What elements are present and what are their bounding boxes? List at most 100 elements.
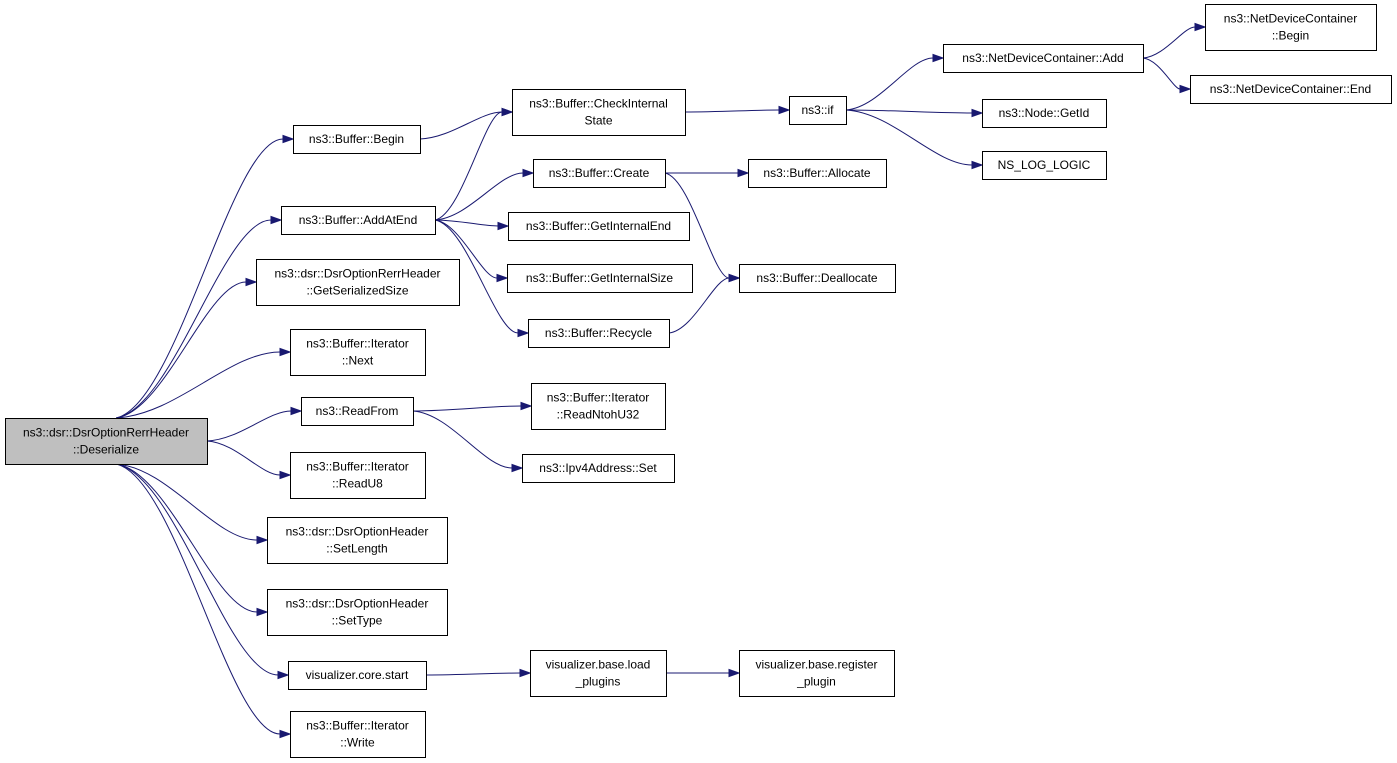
node-optionheader-setlength[interactable]: ns3::dsr::DsrOptionHeader::SetLength <box>267 517 448 564</box>
node-label-line: ::Next <box>342 354 374 368</box>
node-label-line: ns3::NetDeviceContainer <box>1224 12 1357 26</box>
node-buffer-recycle[interactable]: ns3::Buffer::Recycle <box>528 319 670 348</box>
node-label-line: NS_LOG_LOGIC <box>998 158 1091 172</box>
node-iterator-next[interactable]: ns3::Buffer::Iterator::Next <box>290 329 426 376</box>
edge-line <box>206 410 292 442</box>
node-box <box>1205 4 1377 51</box>
node-box <box>256 259 460 306</box>
node-deserialize[interactable]: ns3::dsr::DsrOptionRerrHeader::Deseriali… <box>5 418 208 465</box>
node-buffer-begin[interactable]: ns3::Buffer::Begin <box>293 125 421 154</box>
node-ns-log-logic[interactable]: NS_LOG_LOGIC <box>982 151 1107 180</box>
edge-line <box>116 463 258 613</box>
edge-line <box>1142 57 1181 90</box>
node-buffer-getinternalsize[interactable]: ns3::Buffer::GetInternalSize <box>507 264 693 293</box>
node-netdevicecontainer-add[interactable]: ns3::NetDeviceContainer::Add <box>943 44 1144 73</box>
node-label-line: ns3::Node::GetId <box>999 106 1090 120</box>
node-netdevicecontainer-end[interactable]: ns3::NetDeviceContainer::End <box>1190 75 1392 104</box>
node-box <box>293 125 421 154</box>
edge-ns3_if-to-node_getid <box>845 108 984 118</box>
node-label-line: ns3::dsr::DsrOptionHeader <box>286 597 429 611</box>
edge-deserialize-to-iterator_write <box>115 463 292 739</box>
arrowhead-icon <box>517 328 530 338</box>
node-box <box>507 264 693 293</box>
node-label-line: ns3::Buffer::GetInternalSize <box>526 271 674 285</box>
node-buffer-create[interactable]: ns3::Buffer::Create <box>533 159 666 188</box>
edge-readfrom-to-ipv4address_set <box>412 410 524 473</box>
arrowhead-icon <box>270 215 283 225</box>
node-ipv4address-set[interactable]: ns3::Ipv4Address::Set <box>522 454 675 483</box>
node-netdevicecontainer-begin[interactable]: ns3::NetDeviceContainer::Begin <box>1205 4 1377 51</box>
arrowhead-icon <box>496 273 509 283</box>
node-visualizer-base-register-plugin[interactable]: visualizer.base.register_plugin <box>739 650 895 697</box>
node-visualizer-core-start[interactable]: visualizer.core.start <box>288 661 427 690</box>
edge-deserialize-to-optionheader_setlength <box>116 463 269 545</box>
node-label-line: ns3::dsr::DsrOptionRerrHeader <box>274 267 440 281</box>
edge-buffer_addatend-to-buffer_getinternalsize <box>434 219 509 283</box>
node-buffer-getinternalend[interactable]: ns3::Buffer::GetInternalEnd <box>508 212 690 241</box>
node-label-line: ::SetLength <box>326 542 387 556</box>
node-label-line: ns3::Buffer::AddAtEnd <box>299 213 418 227</box>
node-box <box>531 383 666 430</box>
arrowhead-icon <box>971 160 984 170</box>
node-label-line: ::Deserialize <box>73 443 139 457</box>
edge-line <box>419 111 503 140</box>
node-iterator-readu8[interactable]: ns3::Buffer::Iterator::ReadU8 <box>290 452 426 499</box>
node-visualizer-base-load-plugins[interactable]: visualizer.base.load_plugins <box>530 650 667 697</box>
node-box <box>522 454 675 483</box>
call-edges <box>115 22 1207 739</box>
node-buffer-deallocate[interactable]: ns3::Buffer::Deallocate <box>739 264 896 293</box>
node-label-line: ns3::Buffer::CheckInternal <box>529 97 668 111</box>
node-label-line: visualizer.base.load <box>546 658 651 672</box>
node-label-line: visualizer.base.register <box>755 658 877 672</box>
arrowhead-icon <box>245 277 258 287</box>
node-label-line: ns3::Buffer::Iterator <box>306 719 409 733</box>
node-buffer-allocate[interactable]: ns3::Buffer::Allocate <box>748 159 887 188</box>
arrowhead-icon <box>1194 22 1207 32</box>
function-nodes: ns3::dsr::DsrOptionRerrHeader::Deseriali… <box>5 4 1392 758</box>
arrowhead-icon <box>511 463 524 473</box>
node-label-line: ns3::Buffer::GetInternalEnd <box>526 219 671 233</box>
arrowhead-icon <box>520 401 533 411</box>
edge-line <box>412 410 513 469</box>
node-iterator-readntohu32[interactable]: ns3::Buffer::Iterator::ReadNtohU32 <box>531 383 666 430</box>
node-label-line: ::Begin <box>1272 29 1309 43</box>
node-buffer-addatend[interactable]: ns3::Buffer::AddAtEnd <box>281 206 436 235</box>
arrowhead-icon <box>519 668 532 678</box>
edge-line <box>845 109 973 166</box>
edge-buffer_recycle-to-buffer_deallocate <box>668 273 741 334</box>
node-rerr-getserializedsize[interactable]: ns3::dsr::DsrOptionRerrHeader::GetSerial… <box>256 259 460 306</box>
node-label-line: ns3::dsr::DsrOptionRerrHeader <box>23 426 189 440</box>
arrowhead-icon <box>282 134 295 144</box>
node-box <box>290 711 426 758</box>
arrowhead-icon <box>277 670 290 680</box>
node-box <box>508 212 690 241</box>
node-box <box>288 661 427 690</box>
node-label-line: ::Write <box>340 736 375 750</box>
edge-line <box>668 277 730 334</box>
arrowhead-icon <box>256 607 269 617</box>
edge-line <box>684 109 780 113</box>
node-label-line: ns3::Ipv4Address::Set <box>539 461 657 475</box>
node-readfrom[interactable]: ns3::ReadFrom <box>301 397 414 426</box>
node-box <box>982 99 1107 128</box>
edge-line <box>206 440 281 476</box>
node-label-line: ::GetSerializedSize <box>306 284 408 298</box>
arrowhead-icon <box>737 168 750 178</box>
edge-line <box>116 219 272 419</box>
edge-buffer_addatend-to-buffer_recycle <box>434 219 530 338</box>
node-box <box>739 650 895 697</box>
node-box <box>748 159 887 188</box>
node-box <box>739 264 896 293</box>
arrowhead-icon <box>256 535 269 545</box>
edge-visualizer_core_start-to-visualizer_base_load_plugins <box>425 668 532 678</box>
node-ns3-if[interactable]: ns3::if <box>789 96 847 125</box>
edge-line <box>116 281 247 419</box>
node-iterator-write[interactable]: ns3::Buffer::Iterator::Write <box>290 711 426 758</box>
node-optionheader-settype[interactable]: ns3::dsr::DsrOptionHeader::SetType <box>267 589 448 636</box>
node-node-getid[interactable]: ns3::Node::GetId <box>982 99 1107 128</box>
edge-readfrom-to-iterator_readntohu32 <box>412 401 533 412</box>
node-label-line: ::SetType <box>332 614 383 628</box>
edge-line <box>434 219 498 279</box>
arrowhead-icon <box>728 273 741 283</box>
